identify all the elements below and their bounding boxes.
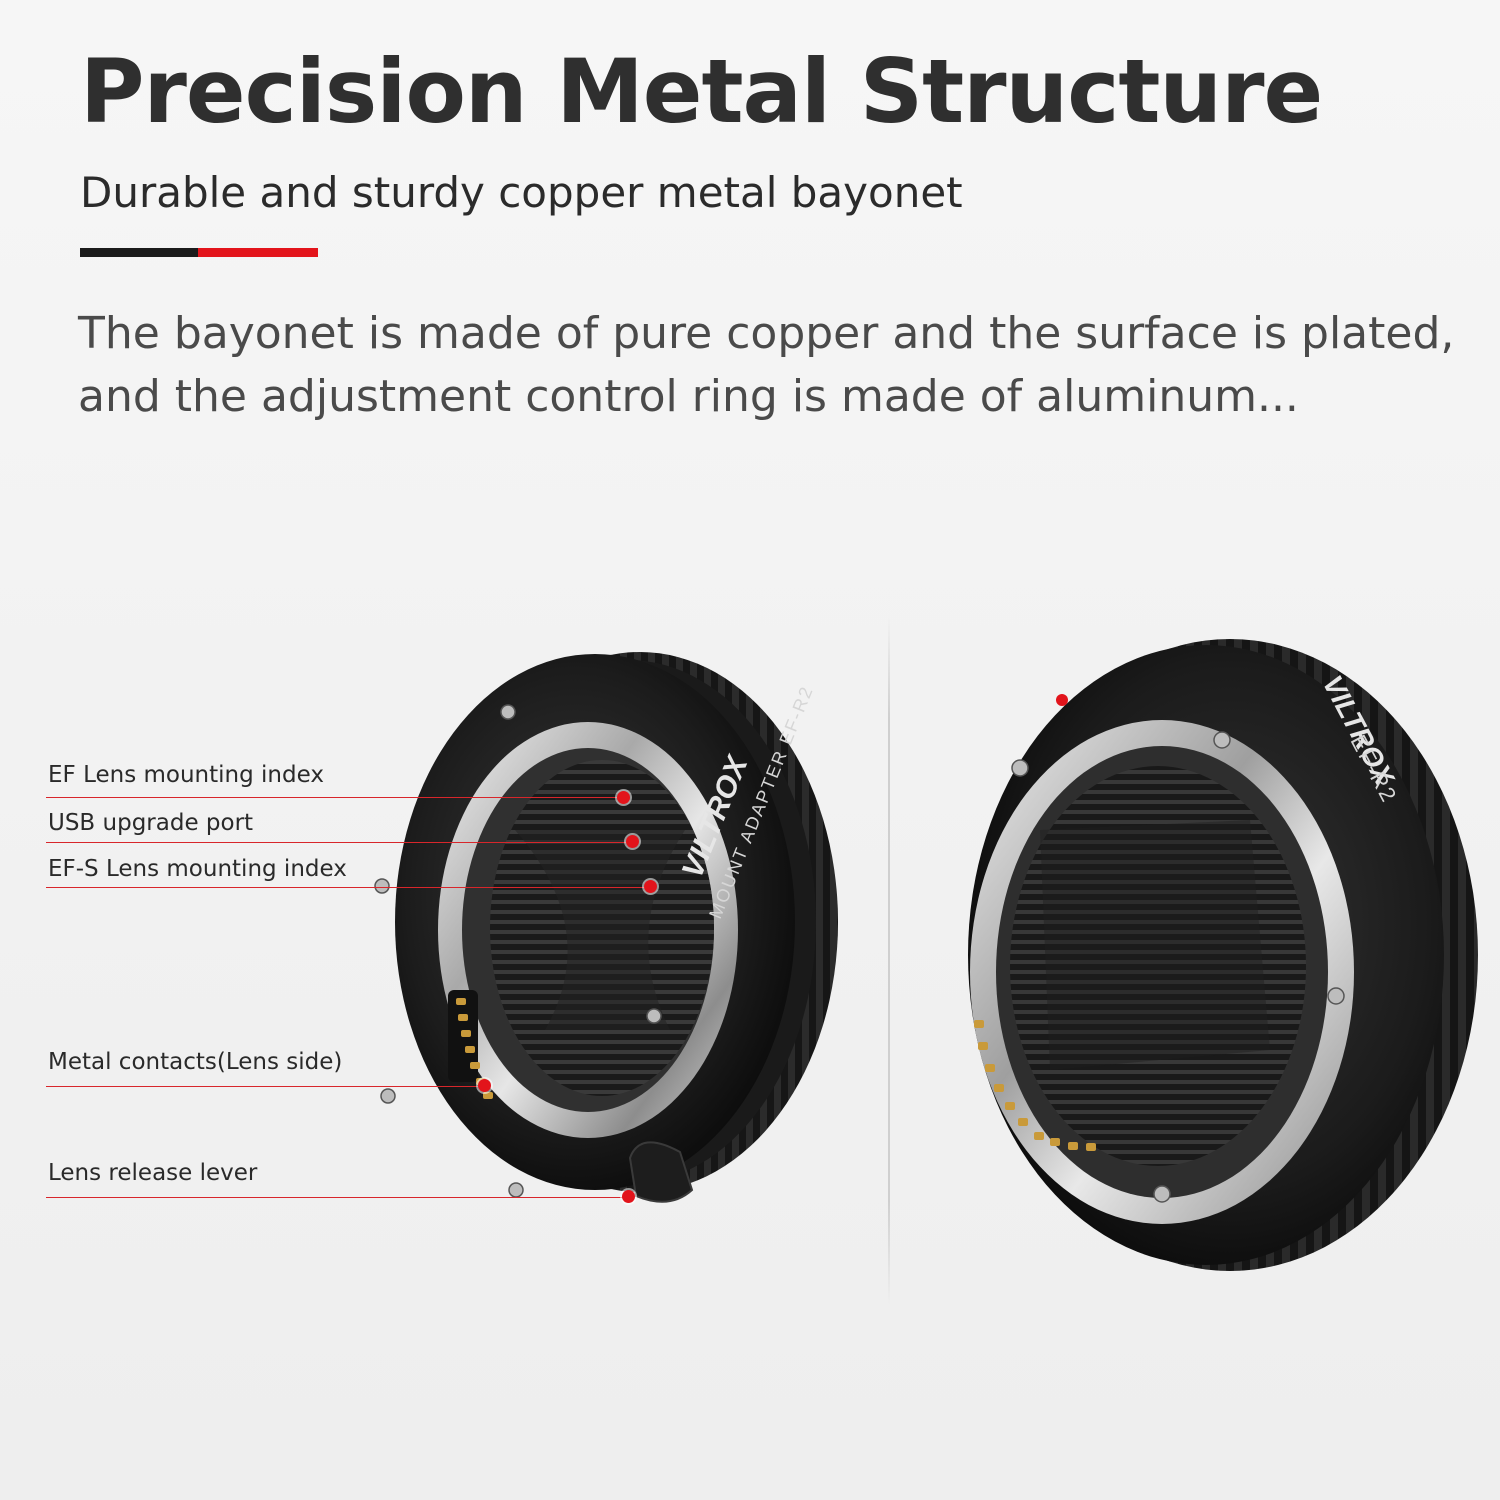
accent-bar-red — [198, 248, 318, 257]
annotation-usb-upgrade-port: USB upgrade port — [48, 810, 254, 836]
page-subtitle: Durable and sturdy copper metal bayonet — [80, 168, 963, 217]
annotation-dot — [644, 880, 657, 893]
accent-bar-black — [80, 248, 198, 257]
annotation-dot — [626, 835, 639, 848]
photo-divider — [888, 615, 890, 1305]
annotation-dot — [478, 1079, 491, 1092]
description-line-2: and the adjustment control ring is made … — [78, 371, 1299, 422]
annotation-line — [46, 887, 650, 888]
annotation-dot — [617, 791, 630, 804]
annotation-metal-contacts: Metal contacts(Lens side) — [48, 1049, 343, 1075]
annotation-line — [46, 797, 624, 798]
annotation-ef-s-lens-mounting-index: EF-S Lens mounting index — [48, 856, 347, 882]
annotation-line — [46, 842, 632, 843]
product-photo-camera-side: VILTROX EF-R2 — [968, 639, 1478, 1271]
product-photo-lens-side: VILTROX MOUNT ADAPTER EF-R2 — [374, 652, 838, 1203]
annotation-line — [46, 1086, 484, 1087]
page-title: Precision Metal Structure — [80, 40, 1323, 143]
annotation-line — [46, 1197, 628, 1198]
description-line-1: The bayonet is made of pure copper and t… — [78, 308, 1455, 359]
description: The bayonet is made of pure copper and t… — [78, 302, 1458, 428]
accent-bar — [80, 248, 318, 257]
annotation-lens-release-lever: Lens release lever — [48, 1160, 258, 1186]
annotation-dot — [622, 1190, 635, 1203]
annotation-ef-lens-mounting-index: EF Lens mounting index — [48, 762, 324, 788]
